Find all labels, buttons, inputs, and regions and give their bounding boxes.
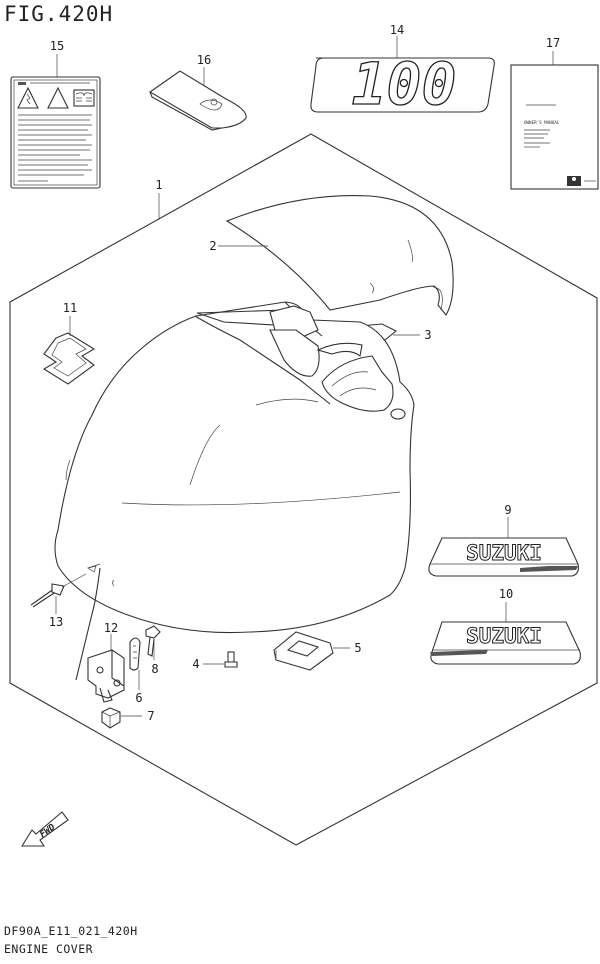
model-number-decal-part[interactable]: 100 [310,49,495,119]
callout-9[interactable]: 9 [504,503,511,517]
model-number-text: 100 [352,50,457,118]
forward-direction-arrow: FWD [21,811,69,847]
callout-16[interactable]: 16 [197,53,211,67]
brand-decal-upper-part[interactable]: SUZUKI [428,537,579,577]
latch-bracket-part[interactable] [87,649,125,703]
seal-part[interactable] [273,631,334,671]
callout-6[interactable]: 6 [135,691,142,705]
warning-label-text-lines [18,114,92,182]
callout-12[interactable]: 12 [104,621,118,635]
callout-7[interactable]: 7 [147,709,154,723]
callout-11[interactable]: 11 [63,301,77,315]
callout-1[interactable]: 1 [155,178,162,192]
callout-2[interactable]: 2 [209,239,216,253]
top-panel-part[interactable] [225,195,454,316]
assembly-boundary [9,133,598,846]
engine-cover-part[interactable] [54,301,415,681]
warning-label-part[interactable] [10,76,101,189]
bolt-8-part[interactable] [145,625,161,657]
spring-part[interactable] [129,637,141,671]
callout-14[interactable]: 14 [390,23,404,37]
nut-part[interactable] [101,707,121,729]
brand-text-lower: SUZUKI [466,624,542,648]
callout-3[interactable]: 3 [424,328,431,342]
diagram-code: DF90A_E11_021_420H [4,924,138,938]
figure-title: FIG.420H [4,2,114,26]
diagram-name: ENGINE COVER [4,942,94,956]
callout-15[interactable]: 15 [50,39,64,53]
callout-10[interactable]: 10 [499,587,513,601]
manual-title-text: OWNER'S MANUAL [524,120,560,125]
pin-part[interactable] [30,565,97,608]
brand-decal-lower-part[interactable]: SUZUKI [430,621,581,665]
callout-17[interactable]: 17 [546,36,560,50]
owners-manual-part[interactable]: OWNER'S MANUAL [510,64,599,190]
brand-text-upper: SUZUKI [466,541,542,565]
callout-4[interactable]: 4 [192,657,199,671]
screw-4-part[interactable] [224,651,238,668]
callout-8[interactable]: 8 [151,662,158,676]
callout-5[interactable]: 5 [354,641,361,655]
emblem-part[interactable] [42,332,96,385]
callout-13[interactable]: 13 [49,615,63,629]
plate-part[interactable] [148,70,247,131]
